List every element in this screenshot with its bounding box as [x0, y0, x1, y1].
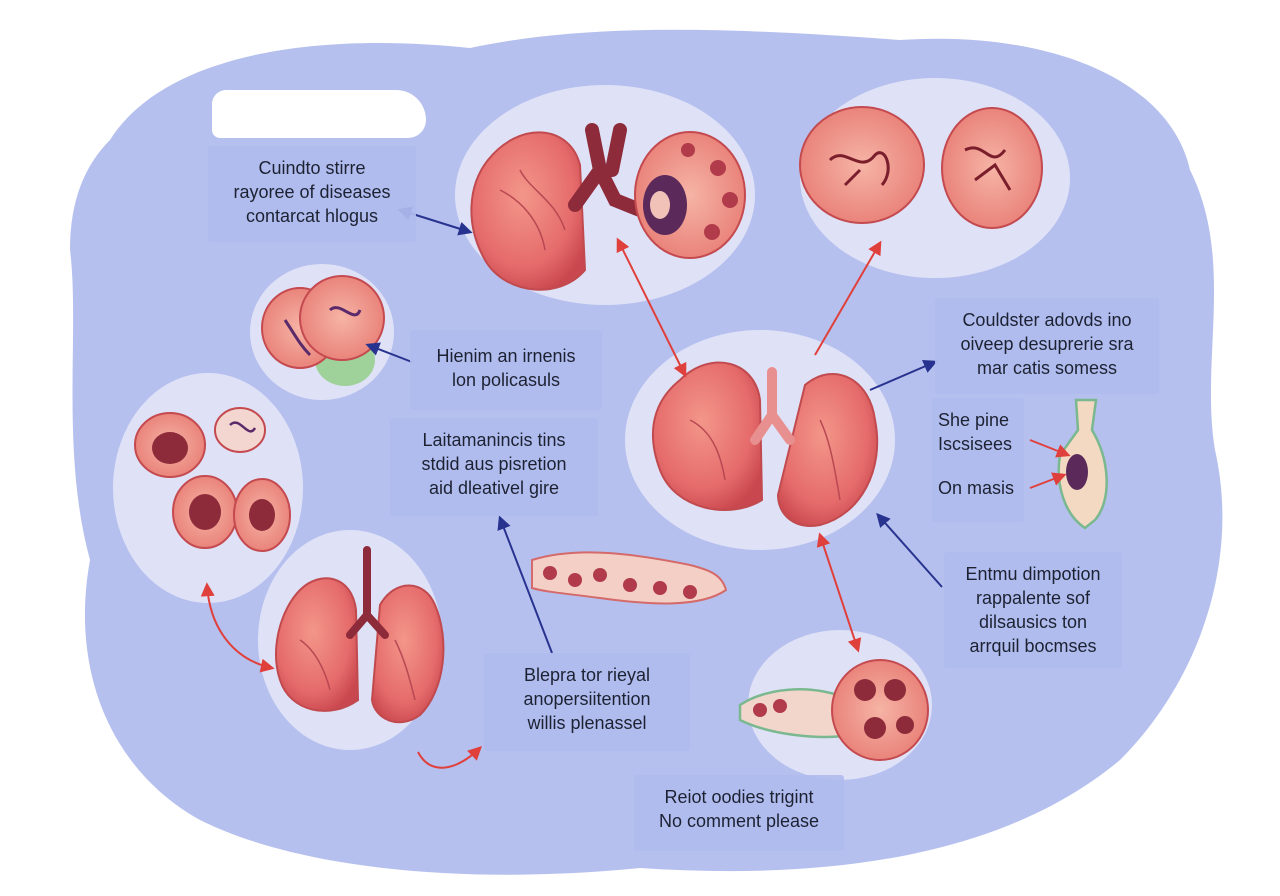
arrow-red-center-to-bottom-right	[816, 532, 862, 653]
arrow-blue-center-to-right-label	[869, 360, 938, 391]
label-center: Laitamanincis tins stdid aus pisretion a…	[390, 418, 598, 516]
label-center-line-3: aid dleativel gire	[428, 478, 560, 498]
arrow-red-top-to-center	[616, 237, 687, 378]
label-bottom-center-line-3: willis plenassel	[527, 713, 647, 733]
blood-vessel-center	[531, 551, 728, 605]
arrow-red-curve-left	[200, 582, 275, 673]
label-center-line-1: Laitamanincis tins	[422, 430, 566, 450]
arrow-blue-to-center-label	[497, 515, 553, 654]
label-right-top-line-2: oiveep desuprerie sra	[960, 334, 1134, 354]
label-right-top-line-3: mar catis somess	[976, 358, 1118, 378]
lungs-illustration-center	[652, 361, 879, 527]
bronchiole-bottom-right	[738, 659, 929, 761]
label-right-bottom-line-1: Entmu dimpotion	[965, 564, 1101, 584]
label-right-mid-line-2: Iscsisees	[938, 434, 1013, 454]
label-top-left-line-2: rayoree of diseases	[233, 182, 391, 202]
cell-cluster-left	[134, 407, 291, 552]
cell-left-single	[261, 275, 385, 386]
label-mid-left: Hienim an irnenis lon policasuls	[410, 330, 602, 410]
lungs-illustration-bottom-left	[275, 546, 445, 724]
label-top-left: Cuindto stirre rayoree of diseases conta…	[208, 146, 416, 242]
label-center-line-2: stdid aus pisretion	[421, 454, 567, 474]
label-right-top: Couldster adovds ino oiveep desuprerie s…	[935, 298, 1159, 394]
label-bottom-center-line-1: Blepra tor rieyal	[523, 665, 651, 685]
cell-cross-sections-top-right	[799, 106, 1043, 229]
arrow-red-curve-bottom	[417, 746, 483, 769]
label-mid-left-line-2: lon policasuls	[451, 370, 561, 390]
label-right-bottom-line-2: rappalente sof	[975, 588, 1091, 608]
label-bottom-center: Blepra tor rieyal anopersiitention willi…	[484, 653, 690, 751]
arrow-blue-label-to-left-cell	[365, 342, 413, 363]
arrow-red-center-to-topright	[814, 240, 882, 356]
label-bottom: Reiot oodies trigint No comment please	[634, 775, 844, 851]
label-mid-left-line-1: Hienim an irnenis	[436, 346, 576, 366]
label-right-bottom: Entmu dimpotion rappalente sof dilsausic…	[944, 552, 1122, 668]
label-right-top-line-1: Couldster adovds ino	[962, 310, 1132, 330]
arrow-red-label-to-tube-b	[1029, 472, 1067, 489]
lung-illustration-top	[470, 123, 647, 291]
label-bottom-center-line-2: anopersiitention	[523, 689, 651, 709]
arrow-blue-right-label-to-lungs	[876, 512, 943, 588]
label-right-mid-line-3: On masis	[938, 478, 1015, 498]
blank-title-strip	[212, 90, 426, 138]
label-right-bottom-line-4: arrquil bocmses	[969, 636, 1097, 656]
arrow-red-label-to-tube-a	[1029, 439, 1071, 458]
label-top-left-line-1: Cuindto stirre	[258, 158, 366, 178]
label-bottom-line-1: Reiot oodies trigint	[664, 787, 814, 807]
label-right-mid-line-1: She pine	[938, 410, 1010, 430]
label-right-mid: She pine Iscsisees On masis	[932, 398, 1024, 522]
label-top-left-line-3: contarcat hlogus	[245, 206, 379, 226]
label-bottom-line-2: No comment please	[658, 811, 820, 831]
alveolus-cross-section-top	[634, 131, 746, 259]
label-right-bottom-line-3: dilsausics ton	[978, 612, 1088, 632]
